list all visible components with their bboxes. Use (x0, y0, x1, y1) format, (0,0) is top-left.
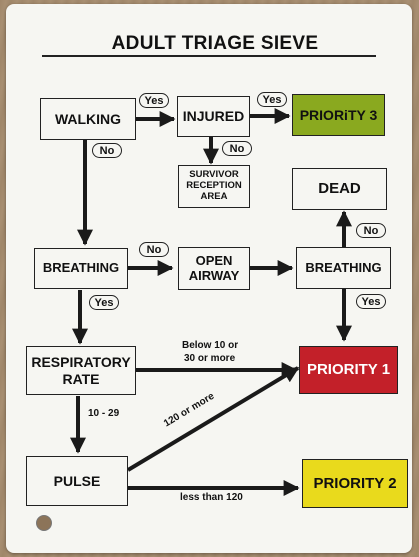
pill-injured-yes: Yes (257, 92, 287, 107)
label-rr-abnormal-line2: 30 or more (184, 353, 236, 364)
pill-injured-no: No (222, 141, 252, 156)
card-title: ADULT TRIAGE SIEVE (111, 33, 319, 54)
box-breathing-second: BREATHING (296, 247, 391, 289)
box-dead: DEAD (292, 168, 387, 210)
label-rr-normal: 10 - 29 (88, 408, 120, 419)
arrow-pulse-priority1 (126, 366, 300, 472)
box-pulse: PULSE (26, 456, 128, 506)
pill-breathing2-no: No (356, 223, 386, 238)
box-injured: INJURED (177, 96, 250, 137)
box-walking: WALKING (40, 98, 136, 140)
box-respiratory-rate: RESPIRATORY RATE (26, 346, 136, 395)
box-priority-3: PRIORiTY 3 (292, 94, 385, 136)
pill-breathing1-yes: Yes (89, 295, 119, 310)
pill-walking-yes: Yes (139, 93, 169, 108)
box-priority-2: PRIORITY 2 (302, 459, 408, 508)
box-survivor-reception-area: SURVIVOR RECEPTION AREA (178, 165, 250, 208)
box-open-airway: OPEN AIRWAY (178, 247, 250, 290)
box-breathing-first: BREATHING (34, 248, 128, 289)
pill-walking-no: No (92, 143, 122, 158)
pill-breathing1-no: No (139, 242, 169, 257)
title-underline (42, 55, 376, 57)
label-pulse-low: less than 120 (180, 492, 243, 503)
pill-breathing2-yes: Yes (356, 294, 386, 309)
label-rr-abnormal-line1: Below 10 or (182, 340, 239, 351)
punch-hole (36, 515, 52, 531)
box-priority-1: PRIORITY 1 (299, 346, 398, 394)
